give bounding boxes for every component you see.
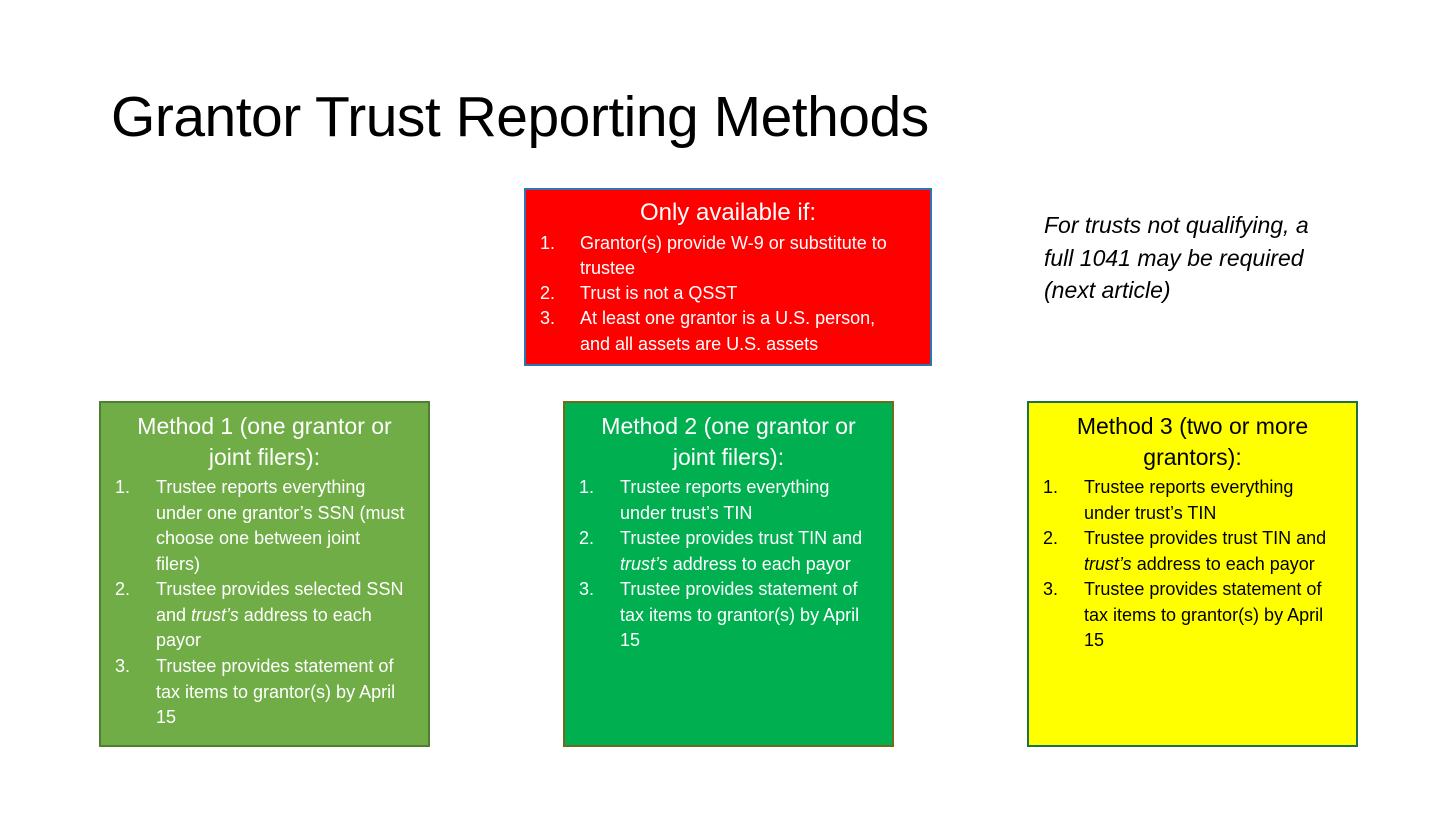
item-text: Trust is not a QSST (580, 283, 738, 304)
item-number: 1. (1043, 477, 1059, 498)
qualifier-list: 1. Grantor(s) provide W-9 or substitute t… (526, 231, 930, 357)
item-text: Trustee provides statement of tax items … (620, 579, 860, 651)
item-number: 1. (540, 232, 556, 253)
list-item: 2. Trustee provides trust TIN and trust’s… (1029, 526, 1334, 577)
item-text: Grantor(s) provide W-9 or substitute to … (580, 232, 887, 279)
item-number: 1. (115, 477, 131, 498)
item-text: Trustee provides statement of tax items … (1084, 579, 1324, 651)
list-item: 2. Trustee provides selected SSN and trus… (101, 577, 406, 654)
item-number: 2. (1043, 528, 1059, 549)
list-item: 1. Trustee reports everything under trust… (1029, 475, 1334, 526)
method-box-3: Method 3 (two or more grantors): 1. Trust… (1027, 401, 1358, 747)
item-text: Trustee provides trust TIN and trust’s a… (1084, 528, 1327, 574)
item-number: 1. (579, 477, 595, 498)
list-item: 1. Trustee reports everything under one g… (101, 475, 406, 577)
list-item: 3. Trustee provides statement of tax item… (565, 577, 870, 654)
item-number: 3. (1043, 579, 1059, 600)
item-number: 3. (115, 655, 131, 676)
list-item: 2. Trust is not a QSST (526, 281, 904, 306)
item-number: 2. (115, 579, 131, 600)
method-3-heading: Method 3 (two or more grantors): (1076, 413, 1309, 470)
list-item: 3. Trustee provides statement of tax item… (101, 654, 406, 731)
item-number: 2. (540, 283, 556, 304)
qualifier-box: Only available if: 1. Grantor(s) provide … (524, 188, 932, 366)
method-3-list: 1. Trustee reports everything under trust… (1029, 475, 1356, 654)
list-item: 2. Trustee provides trust TIN and trust’s… (565, 526, 870, 577)
item-text: Trustee reports everything under one gra… (156, 477, 405, 574)
method-1-list: 1. Trustee reports everything under one g… (101, 475, 428, 730)
slide-title: Grantor Trust Reporting Methods (111, 85, 929, 149)
list-item: 3. Trustee provides statement of tax item… (1029, 577, 1334, 654)
item-text: Trustee reports everything under trust’s… (1084, 477, 1294, 523)
item-text: Trustee provides statement of tax items … (156, 655, 396, 728)
item-text: Trustee reports everything under trust’s… (620, 477, 830, 523)
method-2-heading: Method 2 (one grantor or joint filers): (601, 413, 856, 470)
item-text: Trustee provides trust TIN and trust’s a… (620, 528, 863, 574)
item-number: 2. (579, 528, 595, 549)
method-box-2: Method 2 (one grantor or joint filers): … (563, 401, 894, 747)
note-text: For trusts not qualifying, a full 1041 m… (1044, 212, 1309, 304)
list-item: 3. At least one grantor is a U.S. person,… (526, 306, 904, 356)
item-text: At least one grantor is a U.S. person, a… (580, 308, 876, 354)
item-number: 3. (579, 579, 595, 600)
list-item: 1. Trustee reports everything under trust… (565, 475, 870, 526)
list-item: 1. Grantor(s) provide W-9 or substitute t… (526, 231, 904, 281)
qualifier-heading: Only available if: (639, 199, 817, 226)
method-1-heading: Method 1 (one grantor or joint filers): (137, 413, 392, 470)
item-text: Trustee provides selected SSN and trust’… (156, 579, 404, 651)
item-number: 3. (540, 308, 556, 329)
method-2-list: 1. Trustee reports everything under trust… (565, 475, 892, 654)
method-box-1: Method 1 (one grantor or joint filers): … (99, 401, 430, 747)
